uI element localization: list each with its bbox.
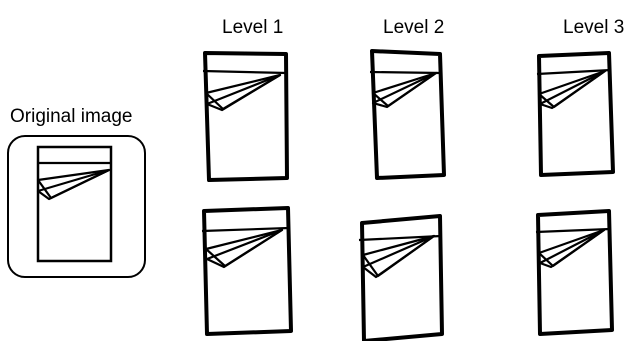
- level-2-label: Level 2: [383, 17, 444, 38]
- level-2-sample-2: [359, 216, 442, 341]
- original-image-panel: [8, 136, 145, 277]
- original-image-figure: [38, 147, 111, 261]
- level-1-label: Level 1: [222, 17, 283, 38]
- level-2-sample-1: [370, 51, 444, 178]
- level-3-sample-1: [537, 53, 613, 175]
- original-image-border: [8, 136, 145, 277]
- original-image-label: Original image: [10, 106, 133, 127]
- level-3-sample-2: [536, 211, 612, 334]
- level-1-sample-1: [203, 53, 287, 180]
- level-3-label: Level 3: [563, 17, 624, 38]
- level-1-sample-2: [202, 208, 291, 334]
